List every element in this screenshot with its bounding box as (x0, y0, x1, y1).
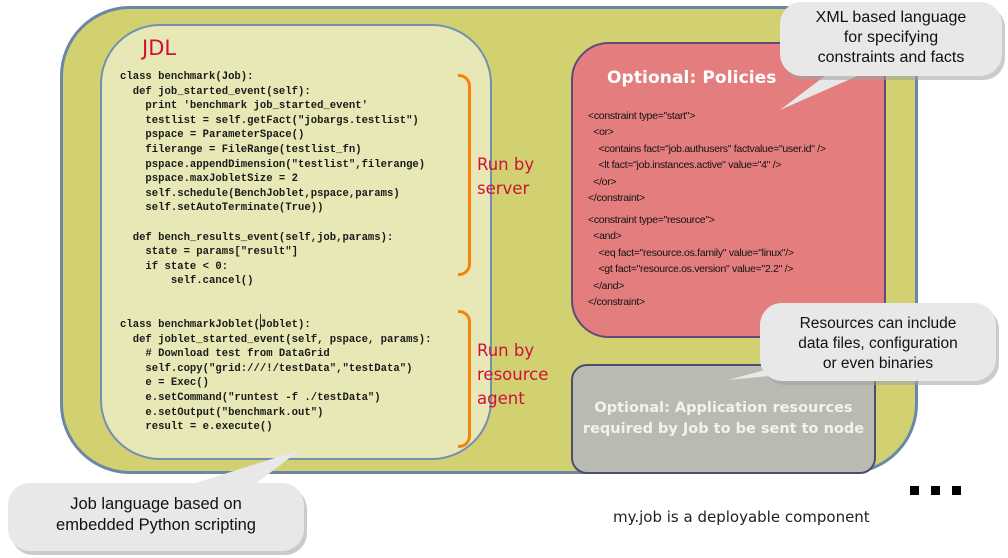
run-by-server-label: Run by server (477, 153, 534, 201)
resources-callout: Resources can include data files, config… (760, 303, 996, 381)
dot (931, 486, 940, 495)
run-by-agent-text: Run by resource agent (477, 341, 549, 408)
server-brace (458, 74, 471, 276)
ellipsis-icon (910, 486, 961, 495)
run-by-server-text: Run by server (477, 155, 535, 198)
policies-panel: Optional: Policies <constraint type="sta… (571, 42, 886, 338)
xml-callout: XML based language for specifying constr… (780, 2, 1002, 76)
dot (910, 486, 919, 495)
dot (952, 486, 961, 495)
agent-brace (458, 310, 471, 448)
benchmark-joblet-code: class benchmarkJoblet(Joblet): def joble… (120, 319, 432, 434)
app-resources-text: Optional: Application resources required… (582, 400, 865, 437)
job-code-block: class benchmark(Job): def job_started_ev… (120, 70, 432, 435)
policies-title: Optional: Policies (607, 68, 777, 88)
resource-constraint-xml: <constraint type="resource"> <and> <eq f… (588, 214, 794, 309)
text-cursor (260, 314, 261, 330)
run-by-agent-label: Run by resource agent (477, 339, 548, 411)
benchmark-job-code: class benchmark(Job): def job_started_ev… (120, 71, 426, 288)
jdl-title: JDL (142, 36, 177, 60)
job-language-callout: Job language based on embedded Python sc… (8, 483, 304, 551)
caption: my.job is a deployable component (613, 508, 870, 526)
start-constraint-xml: <constraint type="start"> <or> <contains… (588, 110, 826, 205)
app-resources-panel: Optional: Application resources required… (571, 364, 876, 474)
jdl-panel: JDL class benchmark(Job): def job_starte… (100, 24, 492, 460)
